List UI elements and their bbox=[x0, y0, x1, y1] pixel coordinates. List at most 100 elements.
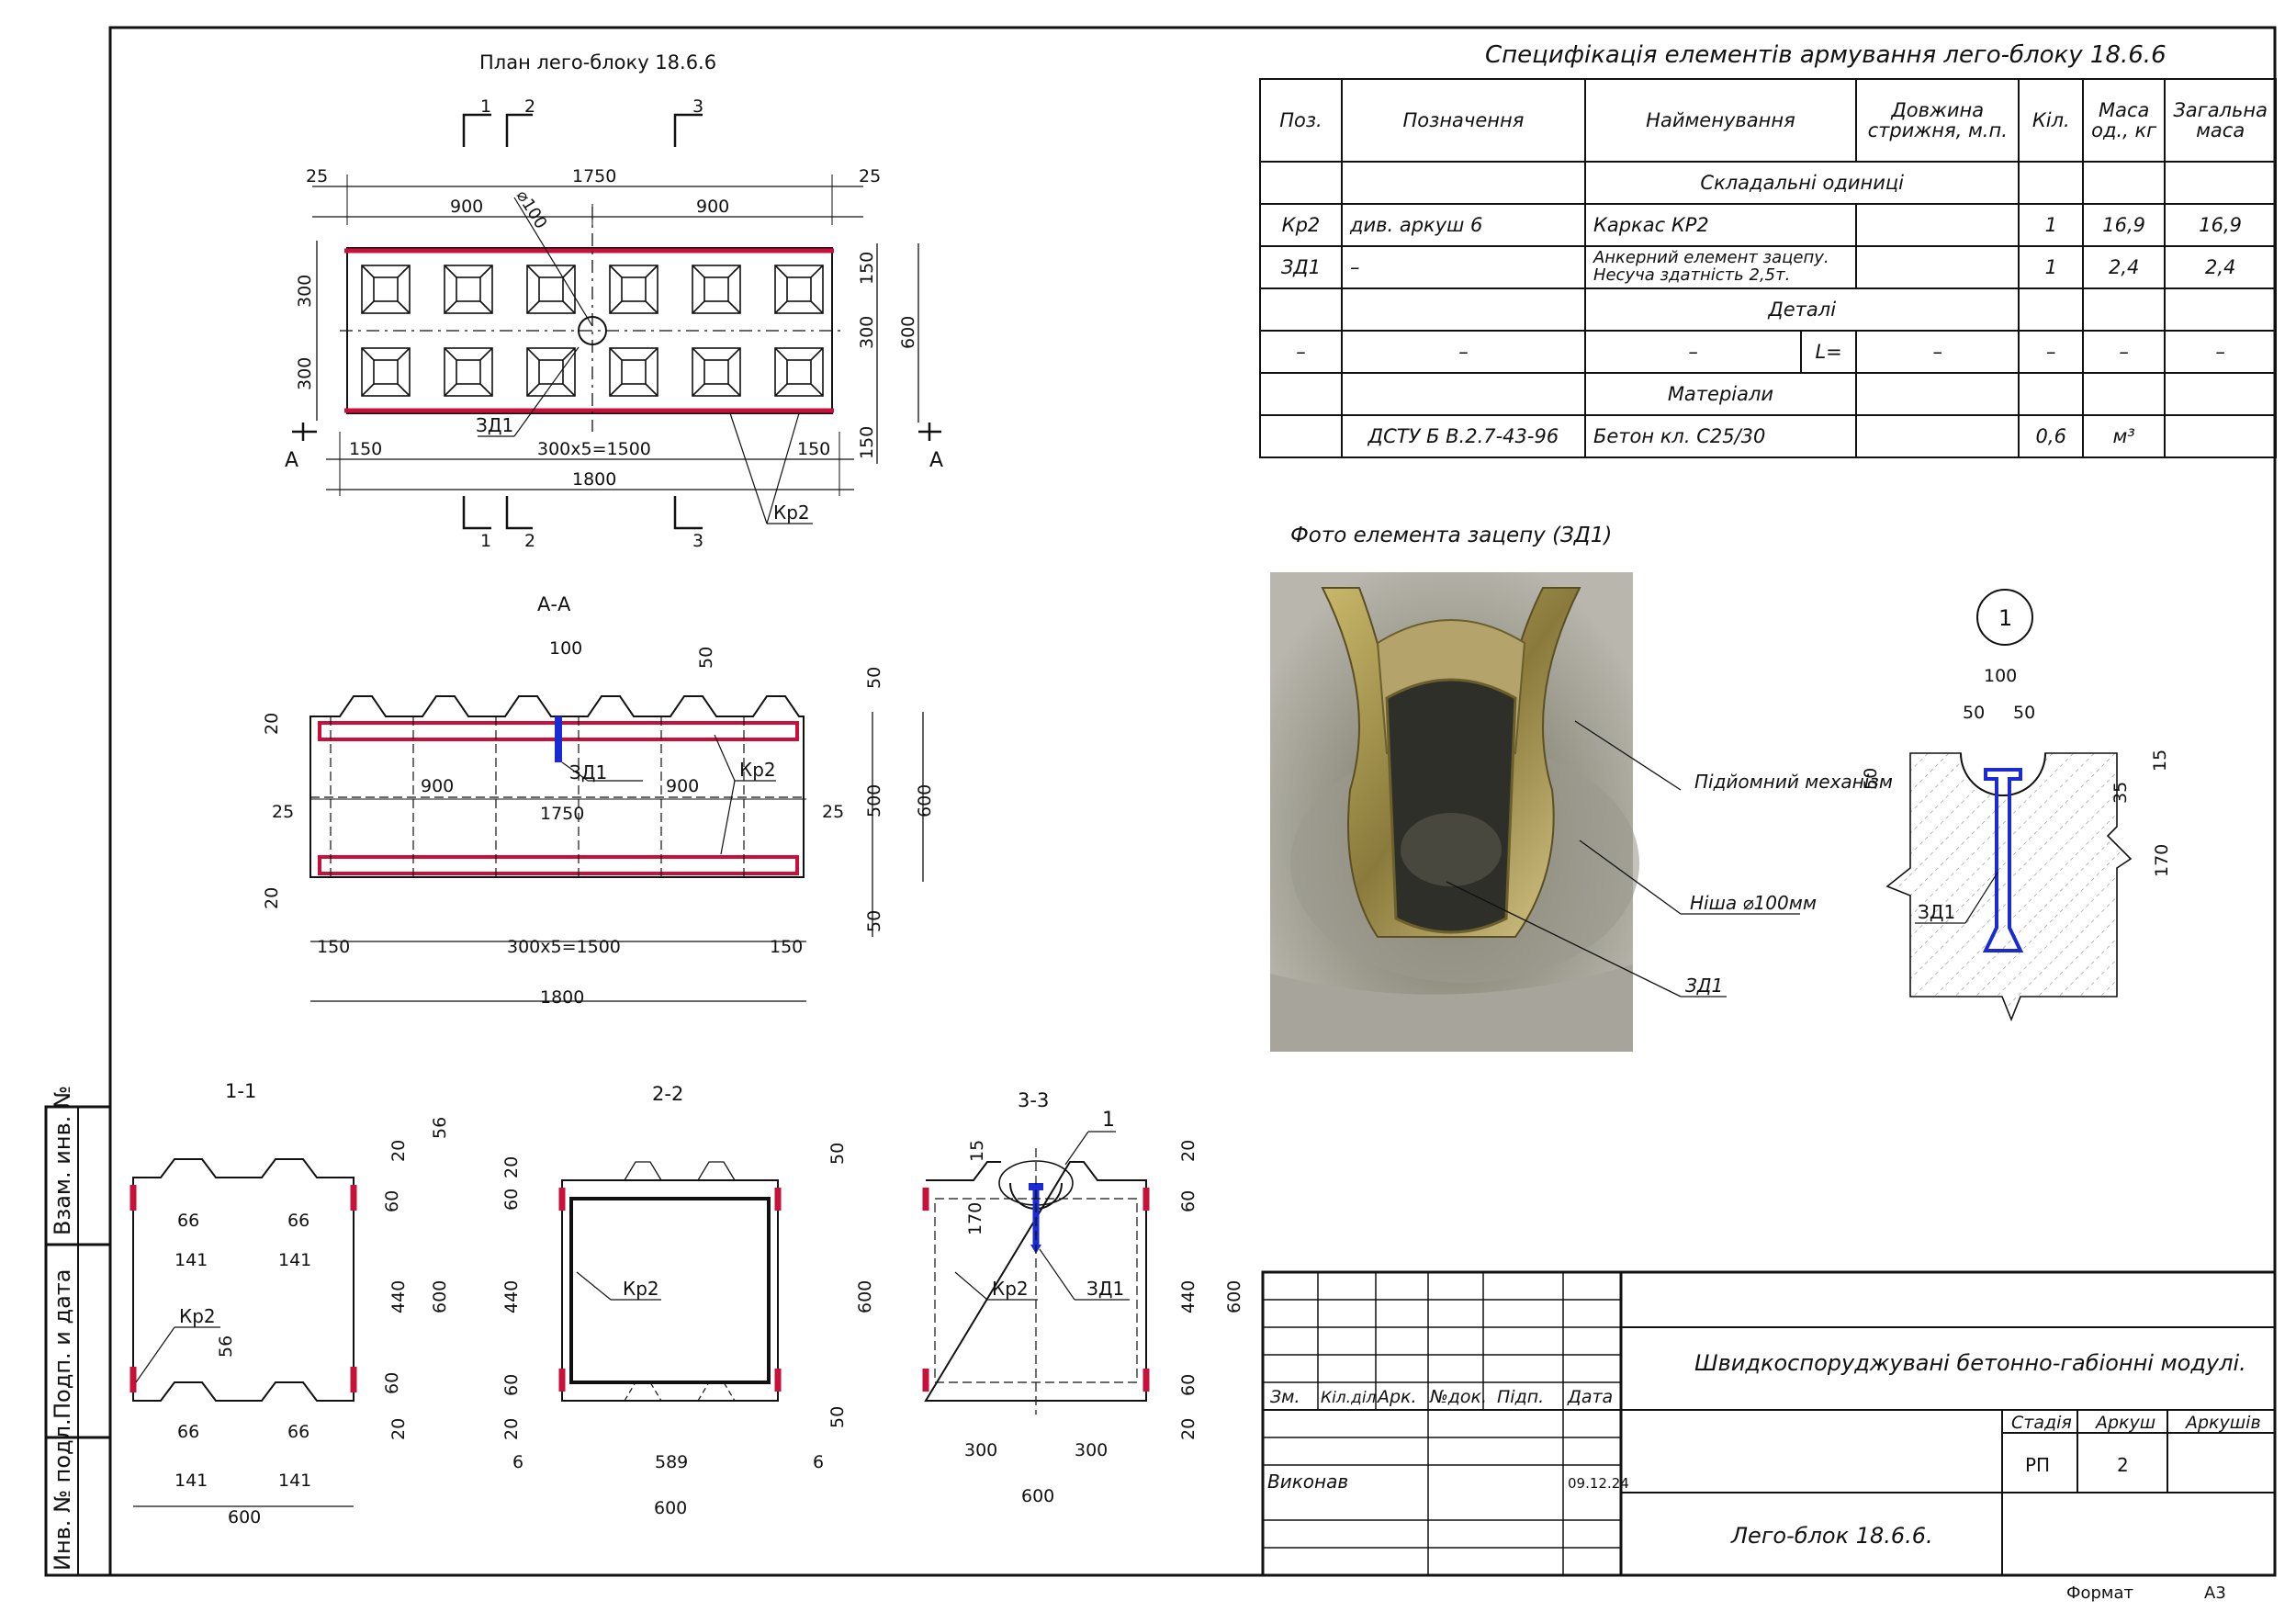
section-22-dim: 60 bbox=[501, 1374, 522, 1396]
bump-edges bbox=[774, 347, 824, 397]
tb-stage: РП bbox=[2025, 1454, 2050, 1476]
plan-dim-900-right: 900 bbox=[696, 197, 729, 217]
tb-col-date: Дата bbox=[1567, 1387, 1613, 1407]
spec-section-row: Матеріали bbox=[1259, 372, 2277, 416]
section-aa-dim: 100 bbox=[549, 638, 582, 659]
tb-col-sign: Підп. bbox=[1497, 1387, 1544, 1407]
plan-hole-dim: ⌀100 bbox=[512, 187, 551, 232]
spec-cell: – bbox=[1340, 330, 1586, 374]
bump-edges bbox=[609, 265, 658, 314]
bump-outline bbox=[526, 265, 576, 314]
plan-label-kr2: Кр2 bbox=[773, 502, 810, 524]
section-11-dim: 66 bbox=[287, 1422, 310, 1442]
stamp-sign-date: Подп. и дата bbox=[50, 1269, 75, 1420]
section-33-dim: 15 bbox=[967, 1140, 987, 1162]
detail-1-dim: 15 bbox=[2150, 750, 2170, 772]
section-aa-dim: 900 bbox=[666, 776, 699, 796]
bump-edges bbox=[444, 347, 493, 397]
spec-title: Специфікація елементів армування лего-бл… bbox=[1485, 41, 2167, 69]
spec-section-assemblies: Складальні одиниці bbox=[1583, 161, 2020, 205]
bump-edges bbox=[692, 265, 741, 314]
plan-mark-2-top: 2 bbox=[524, 96, 535, 117]
bump-top bbox=[373, 276, 399, 302]
section-22-dim: 440 bbox=[501, 1280, 522, 1313]
spec-cell: – bbox=[1583, 330, 1803, 374]
section-22-title: 2-2 bbox=[652, 1083, 683, 1105]
section-aa-dim: 900 bbox=[421, 776, 454, 796]
bump-top bbox=[786, 359, 812, 385]
detail-1-callout-circle bbox=[1976, 589, 2033, 646]
spec-cell: див. аркуш 6 bbox=[1340, 203, 1586, 247]
table-row: ДСТУ Б В.2.7-43-96 Бетон кл. С25/30 0,6 … bbox=[1259, 414, 2277, 458]
table-row: ЗД1 – Анкерний елемент зацепу. Несуча зд… bbox=[1259, 245, 2277, 289]
spec-cell: – bbox=[1259, 330, 1343, 374]
section-11-dim: 20 bbox=[388, 1140, 409, 1162]
tb-sheet-name: Лего-блок 18.6.6. bbox=[1730, 1523, 1933, 1549]
bump-outline bbox=[444, 265, 493, 314]
plan-mark-3-top: 3 bbox=[692, 96, 703, 117]
section-11-dim: 141 bbox=[174, 1471, 208, 1491]
plan-mark-a-left: А bbox=[285, 449, 298, 472]
plan-dim-300-a: 300 bbox=[295, 275, 315, 308]
spec-h-name: Найменування bbox=[1583, 78, 1857, 163]
section-11-title: 1-1 bbox=[225, 1080, 256, 1102]
photo-label-zd1: ЗД1 bbox=[1685, 975, 1723, 997]
section-11-dim: 66 bbox=[177, 1211, 199, 1231]
side-stamp: Взам. инв. № Подп. и дата Инв. № подл. bbox=[44, 1086, 112, 1577]
section-11-dim: 600 bbox=[430, 1280, 450, 1313]
bump-top bbox=[456, 359, 481, 385]
tb-stage-label: Стадія bbox=[2011, 1413, 2072, 1433]
bump-outline bbox=[444, 347, 493, 397]
spec-cell: Кр2 bbox=[1259, 203, 1343, 247]
table-row: – – – L= – – – – bbox=[1259, 330, 2277, 374]
section-22-dim: 589 bbox=[655, 1452, 688, 1472]
plan-title: План лего-блоку 18.6.6 bbox=[479, 51, 716, 73]
spec-cell: Каркас КР2 bbox=[1583, 203, 1857, 247]
detail-1-dim: 170 bbox=[2152, 844, 2172, 877]
spec-cell: ЗД1 bbox=[1259, 245, 1343, 289]
section-22-dim: 600 bbox=[855, 1280, 875, 1313]
spec-cell: Анкерний елемент зацепу. Несуча здатніст… bbox=[1583, 245, 1857, 289]
bump-edges bbox=[526, 347, 576, 397]
plan-mark-1-bottom: 1 bbox=[480, 531, 491, 551]
section-33-dim: 300 bbox=[1075, 1440, 1108, 1460]
section-aa-dim: 50 bbox=[864, 910, 884, 932]
section-33-dim: 20 bbox=[1178, 1140, 1199, 1162]
spec-cell: ДСТУ Б В.2.7-43-96 bbox=[1340, 414, 1586, 458]
bump-edges bbox=[692, 347, 741, 397]
section-aa-dim: 20 bbox=[262, 713, 282, 735]
section-22-dim: 50 bbox=[827, 1143, 848, 1165]
section-33-label-kr2: Кр2 bbox=[992, 1278, 1029, 1300]
section-33-title: 3-3 bbox=[1018, 1089, 1049, 1111]
section-aa-dim: 25 bbox=[822, 802, 844, 822]
section-33-dim: 440 bbox=[1178, 1280, 1199, 1313]
section-22-dim: 20 bbox=[501, 1156, 522, 1178]
section-33-dim: 20 bbox=[1178, 1418, 1199, 1440]
bump-top bbox=[538, 276, 564, 302]
bump-top bbox=[621, 359, 647, 385]
tb-sheet-label: Аркуш bbox=[2094, 1413, 2155, 1433]
section-11-label-kr2: Кр2 bbox=[179, 1305, 216, 1327]
section-aa-dim: 25 bbox=[272, 802, 294, 822]
spec-h-mass: Маса од., кг bbox=[2082, 78, 2167, 163]
plan-dim-600: 600 bbox=[898, 316, 918, 349]
bump-outline bbox=[361, 265, 411, 314]
photo-title: Фото елемента зацепу (ЗД1) bbox=[1290, 524, 1612, 547]
spec-cell bbox=[1854, 203, 2020, 247]
section-11-dim: 66 bbox=[287, 1211, 310, 1231]
bump-top bbox=[456, 276, 481, 302]
section-11-dim: 440 bbox=[388, 1280, 409, 1313]
bump-edges bbox=[609, 347, 658, 397]
section-aa-dim: 150 bbox=[770, 937, 803, 957]
plan-dim-1500: 300х5=1500 bbox=[537, 439, 651, 459]
spec-cell: – bbox=[2082, 330, 2167, 374]
section-11-dim: 600 bbox=[228, 1507, 261, 1527]
spec-section-row: Складальні одиниці bbox=[1259, 161, 2277, 205]
table-row: Кр2 див. аркуш 6 Каркас КР2 1 16,9 16,9 bbox=[1259, 203, 2277, 247]
spec-cell: – bbox=[1854, 330, 2020, 374]
section-11-dim: 141 bbox=[278, 1471, 311, 1491]
